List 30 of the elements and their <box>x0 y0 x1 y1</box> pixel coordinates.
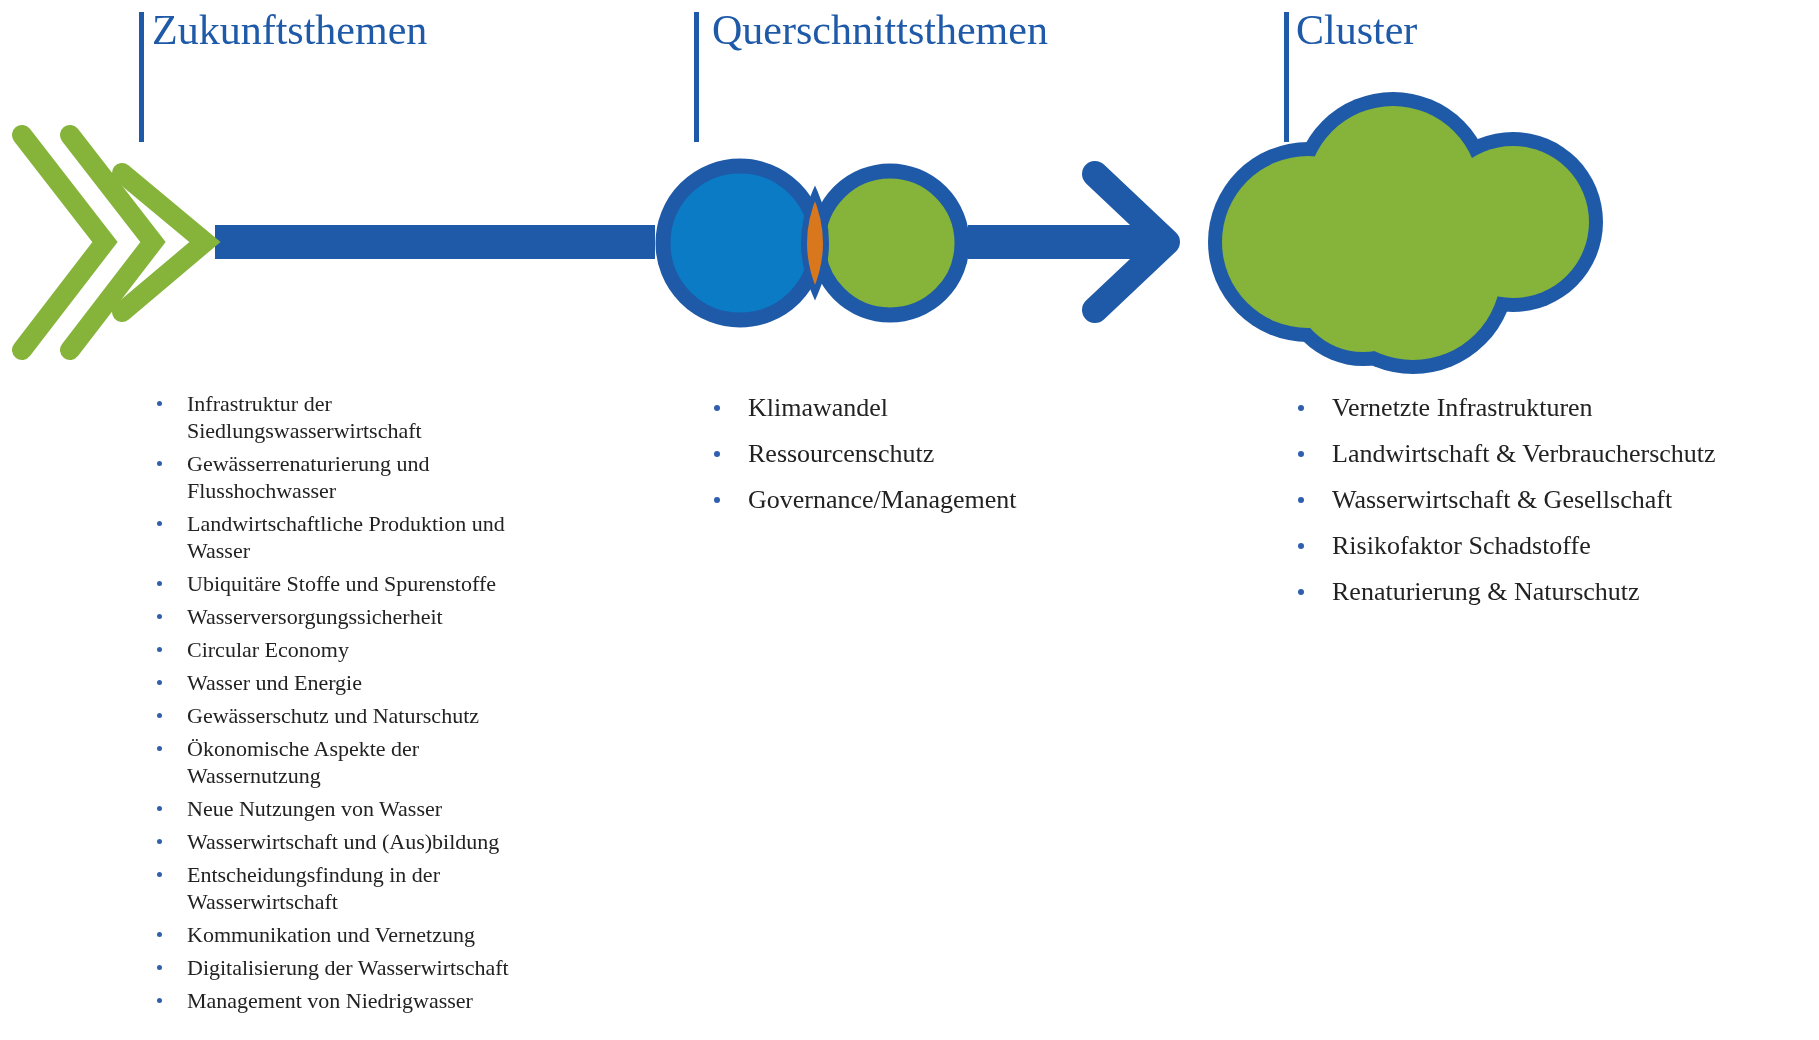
list-item: Ubiquitäre Stoffe und Spurenstoffe <box>187 570 497 597</box>
arrow <box>968 161 1180 323</box>
list-item: Renaturierung & Naturschutz <box>1332 576 1641 608</box>
column-heading: Cluster <box>1296 6 1418 54</box>
list-item: Circular Economy <box>187 636 350 663</box>
list-item: Kommunikation und Vernetzung <box>187 921 476 948</box>
list-item: Ressourcenschutz <box>748 438 936 470</box>
list-item: Gewässerschutz und Naturschutz <box>187 702 480 729</box>
list-item: Wasserwirtschaft & Gesellschaft <box>1332 484 1674 516</box>
column-heading: Querschnittsthemen <box>712 6 1048 54</box>
list-item: Vernetzte Infrastrukturen <box>1332 392 1594 424</box>
chevron-shape <box>10 125 220 360</box>
column-heading: Zukunftsthemen <box>152 6 428 54</box>
list-item: Neue Nutzungen von Wasser <box>187 795 444 822</box>
list-item: Infrastruktur der Siedlungswasserwirtschaft <box>187 390 423 444</box>
list-item: Entscheidungsfindung in der Wasserwirtschaft <box>187 861 441 915</box>
overlapping-circles <box>655 158 970 328</box>
list-item: Wasser und Energie <box>187 669 363 696</box>
list-item: Wasserversorgungssicherheit <box>187 603 444 630</box>
list-item: Landwirtschaft & Verbraucherschutz <box>1332 438 1717 470</box>
list-item: Risikofaktor Schadstoffe <box>1332 530 1592 562</box>
list-item: Digitalisierung der Wasserwirtschaft <box>187 954 510 981</box>
list-item: Wasserwirtschaft und (Aus)bildung <box>187 828 501 855</box>
list-item: Klimawandel <box>748 392 890 424</box>
list-item: Governance/Management <box>748 484 1018 516</box>
connector-bar <box>215 225 655 259</box>
list-item: Gewässerrenaturierung und Flusshochwasser <box>187 450 431 504</box>
list-item: Management von Niedrigwasser <box>187 987 474 1014</box>
list-item: Landwirtschaftliche Produktion und Wasser <box>187 510 506 564</box>
list-item: Ökonomische Aspekte der Wassernutzung <box>187 735 421 789</box>
